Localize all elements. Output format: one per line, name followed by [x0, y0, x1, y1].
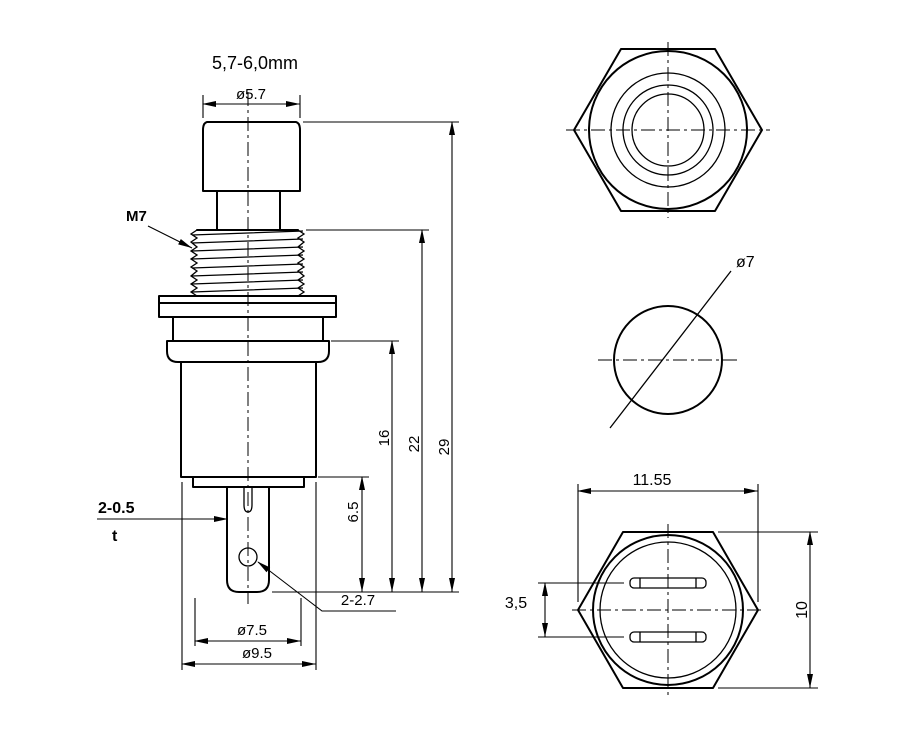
panel-hole-section-line	[609, 270, 732, 429]
dim-outer-diameter: ø9.5	[181, 482, 317, 670]
bottom-view: 11.55 10 3,5	[505, 472, 818, 698]
flange	[158, 295, 337, 318]
dim-body-height-text: 16	[376, 430, 393, 447]
main-body	[180, 361, 317, 488]
terminal-hole-leader	[257, 561, 396, 612]
dim-terminal-spacing-text: 3,5	[505, 595, 527, 612]
dim-across-flats-text: 10	[794, 601, 811, 619]
side-view: 5,7-6,0mm ø5.7 M7 29 22 16	[97, 53, 459, 670]
dim-body-height: 16	[331, 340, 399, 592]
dim-across-points-text: 11.55	[633, 472, 672, 489]
panel-hole-circle	[613, 305, 723, 415]
terminal-hole	[238, 547, 258, 567]
thickness-symbol-text: t	[112, 528, 118, 545]
dim-overall-height-text: 29	[436, 439, 453, 456]
terminal-thickness-text: 2-0.5	[98, 500, 135, 517]
dim-cap-diameter-text: ø5.7	[236, 86, 266, 103]
dim-terminal-height: 6.5	[318, 476, 369, 592]
thread-callout: M7	[126, 208, 193, 249]
thread-leader	[147, 225, 193, 249]
dim-inner-diameter: ø7.5	[194, 598, 302, 646]
dim-across-flats: 10	[718, 531, 818, 689]
terminal-hole-callout: 2-2.7	[257, 561, 396, 612]
dim-thread-height: 22	[306, 229, 429, 592]
dim-thread-height-text: 22	[406, 436, 423, 453]
thread-right-edge	[296, 229, 306, 297]
dim-outer-diameter-text: ø9.5	[242, 645, 272, 662]
dim-terminal-spacing: 3,5	[505, 582, 624, 638]
thread-label: M7	[126, 208, 147, 225]
panel-hole-diameter-text: ø7	[736, 254, 755, 271]
terminal-slot	[243, 487, 253, 513]
dim-cap-diameter: ø5.7	[202, 86, 301, 118]
button-stem	[196, 190, 299, 231]
top-view-centerlines	[566, 42, 770, 218]
thread-crest-lines	[191, 230, 304, 293]
dim-inner-diameter-text: ø7.5	[237, 622, 267, 639]
dim-outer-diameter-extensions	[181, 482, 317, 670]
dim-across-points: 11.55	[577, 472, 759, 602]
dim-overall-height: 29	[303, 121, 459, 592]
panel-hole-view: ø7	[598, 254, 755, 429]
dim-terminal-height-text: 6.5	[345, 502, 362, 523]
terminal-thickness-callout: 2-0.5 t	[97, 500, 228, 545]
button-cap	[202, 121, 301, 192]
dim-across-points-extensions	[577, 484, 759, 602]
terminal-hole-text: 2-2.7	[341, 592, 375, 609]
neck	[172, 316, 324, 342]
lip	[166, 340, 330, 363]
terminal	[226, 486, 270, 593]
bottom-view-centerlines	[572, 524, 764, 698]
cap-size-note: 5,7-6,0mm	[212, 53, 298, 73]
terminal-slot-ticks	[639, 578, 697, 642]
top-view	[566, 42, 770, 218]
dim-across-flats-extensions	[718, 531, 818, 689]
dim-terminal-spacing-extensions	[538, 582, 624, 638]
thread-left-edge	[189, 229, 199, 297]
